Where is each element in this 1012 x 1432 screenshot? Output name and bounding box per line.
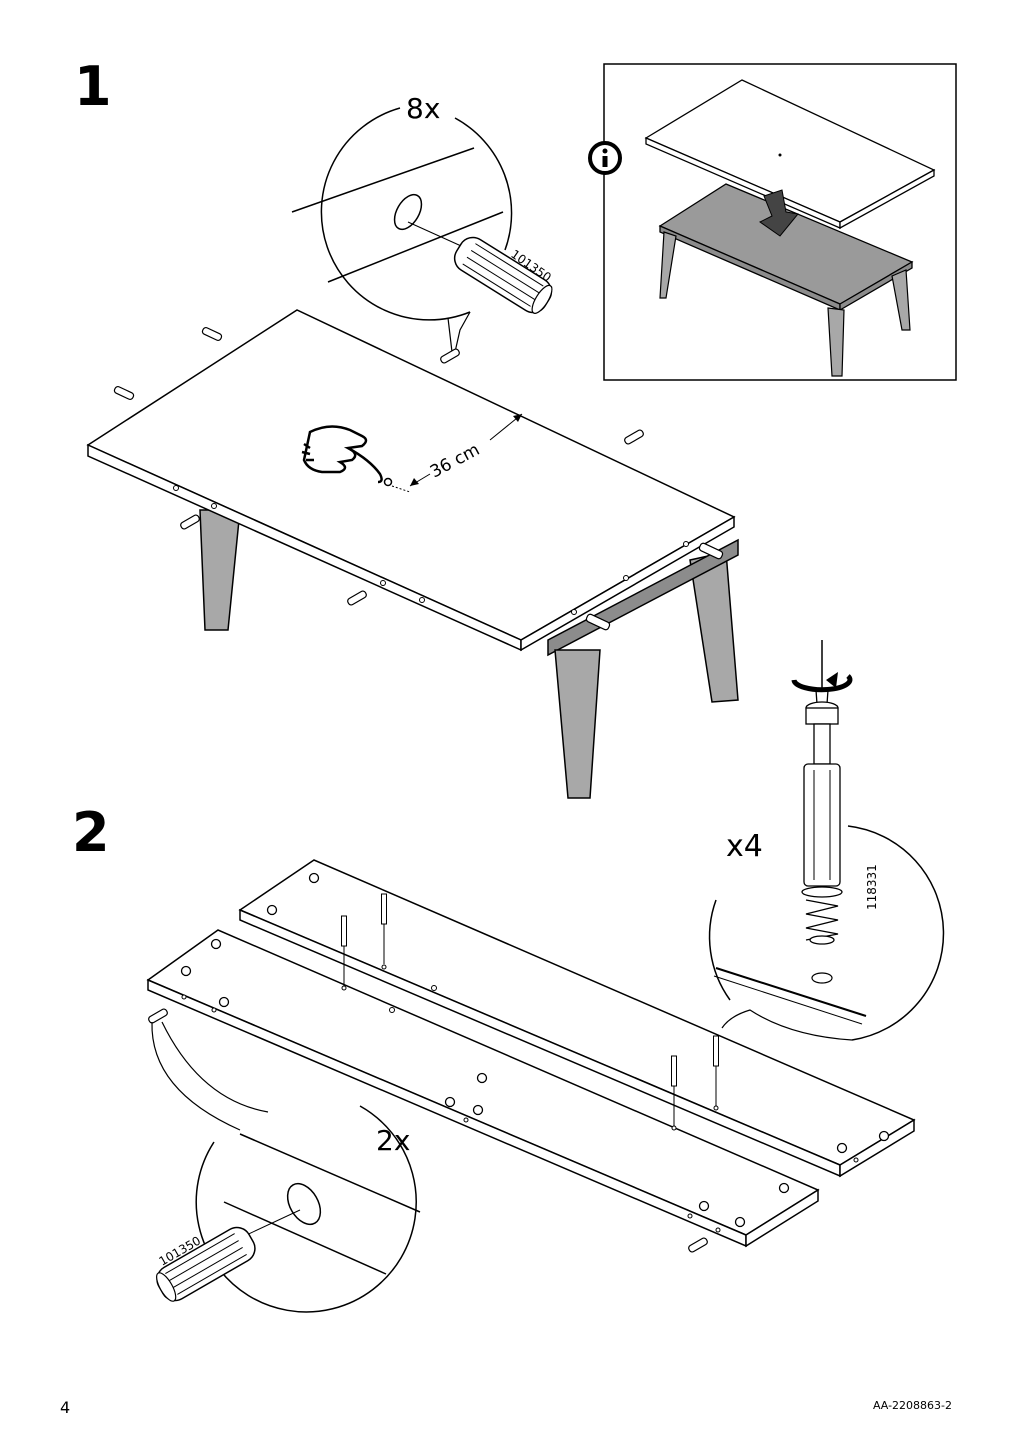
dowel-quantity-2x: 2x: [376, 1124, 410, 1157]
cam-screws-on-rails: [341, 893, 719, 1126]
step-number-1: 1: [74, 55, 112, 118]
rail-end-dowels: [148, 1008, 708, 1253]
dowel-hole-icon-2: [286, 1182, 322, 1226]
step-number-2: 2: [72, 801, 110, 864]
dowel-icon: [453, 236, 553, 314]
dowel-quantity-8x: 8x: [406, 92, 440, 125]
cam-quantity-x4: x4: [726, 829, 763, 864]
pointing-hand-icon: [301, 425, 383, 484]
document-id: AA-2208863-2: [872, 1399, 952, 1412]
info-icon: [588, 141, 622, 175]
table-legs: [199, 509, 739, 799]
front-rail: [146, 929, 820, 1248]
cam-part-number: 118331: [865, 864, 879, 910]
dowel-detail-callout-2: 2x 101350: [151, 1021, 421, 1313]
dowel-hole-icon: [393, 193, 423, 231]
back-rail: [238, 859, 916, 1178]
cam-screw-detail: x4 118331: [708, 640, 945, 1041]
dowel-detail-callout: 8x 101350: [291, 92, 554, 353]
table-top-panel: [86, 309, 736, 652]
dowel-icon-2: [156, 1226, 256, 1302]
dowel-pins: [113, 326, 724, 631]
page-number: 4: [60, 1398, 71, 1417]
info-inset: [588, 63, 957, 381]
cam-screw-icon: [801, 701, 843, 945]
